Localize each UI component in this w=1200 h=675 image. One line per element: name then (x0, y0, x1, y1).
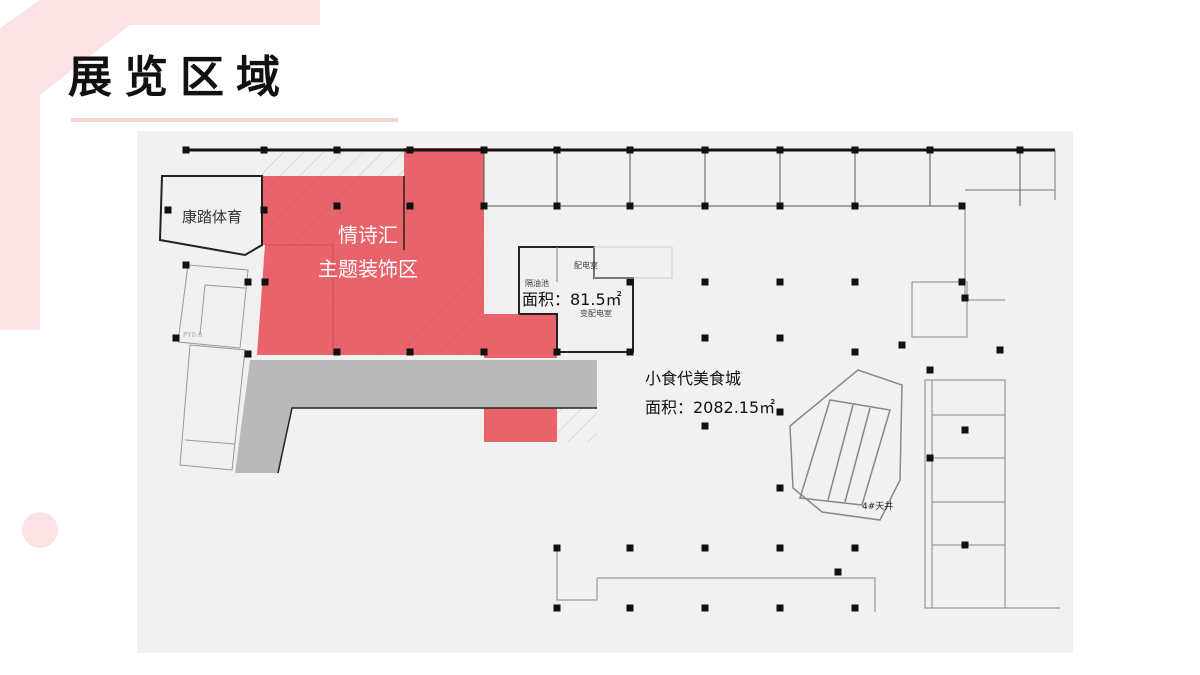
column-marker (958, 278, 966, 286)
column-marker (172, 334, 180, 342)
column-marker (851, 348, 859, 356)
column-marker (776, 146, 784, 154)
substation-room[interactable] (518, 246, 673, 353)
column-marker (701, 604, 709, 612)
page-title: 展览区域 (68, 52, 292, 103)
title-underline (71, 118, 398, 122)
column-marker (701, 544, 709, 552)
column-marker (996, 346, 1004, 354)
column-marker (776, 408, 784, 416)
hatched-area (262, 148, 404, 176)
column-marker (958, 202, 966, 210)
food-court-name: 小食代美食城 (645, 369, 741, 388)
column-marker (553, 202, 561, 210)
column-marker (926, 454, 934, 462)
floor-plan: 康踏体育 情诗汇 主题装饰区 配电室 隔油池 面积：81.5㎡ 变配电室 小食代… (137, 131, 1073, 653)
column-marker (776, 484, 784, 492)
grease-trap-label: 隔油池 (525, 278, 549, 288)
corridor (235, 360, 597, 473)
column-marker (961, 294, 969, 302)
column-marker (851, 278, 859, 286)
distribution-room-label: 配电室 (574, 260, 598, 270)
column-marker (776, 202, 784, 210)
column-marker (333, 348, 341, 356)
exhibit-label-line1: 情诗汇 (338, 223, 398, 247)
column-marker (164, 206, 172, 214)
column-marker (260, 206, 268, 214)
column-marker (244, 278, 252, 286)
column-marker (406, 146, 414, 154)
column-marker (701, 422, 709, 430)
column-marker (776, 334, 784, 342)
column-marker (834, 568, 842, 576)
column-marker (553, 544, 561, 552)
column-marker (851, 604, 859, 612)
substation-area-label: 面积：81.5㎡ (522, 290, 622, 309)
substation-room-label: 变配电室 (580, 308, 612, 318)
column-marker (961, 541, 969, 549)
column-marker (406, 348, 414, 356)
column-marker (926, 366, 934, 374)
column-marker (926, 146, 934, 154)
column-marker (701, 334, 709, 342)
column-marker (626, 202, 634, 210)
column-marker (626, 604, 634, 612)
column-marker (776, 544, 784, 552)
column-marker (333, 146, 341, 154)
column-marker (553, 604, 561, 612)
exhibit-label-line2: 主题装饰区 (318, 257, 418, 281)
column-marker (333, 202, 341, 210)
column-marker (701, 278, 709, 286)
column-marker (776, 604, 784, 612)
column-marker (626, 544, 634, 552)
column-marker (480, 146, 488, 154)
column-marker (626, 146, 634, 154)
column-marker (961, 426, 969, 434)
column-marker (626, 348, 634, 356)
column-marker (553, 348, 561, 356)
food-court-area: 面积：2082.15㎡ (645, 398, 775, 417)
column-marker (776, 278, 784, 286)
column-marker (851, 146, 859, 154)
column-marker (182, 261, 190, 269)
column-marker (260, 146, 268, 154)
atrium-label: 4#天井 (862, 500, 893, 512)
py-label: PY0.6 (183, 331, 203, 339)
column-marker (701, 146, 709, 154)
column-marker (480, 348, 488, 356)
column-marker (553, 146, 561, 154)
exhibition-zone[interactable] (257, 148, 557, 442)
atrium (789, 369, 903, 521)
column-marker (1016, 146, 1024, 154)
kanglu-shop[interactable] (158, 175, 263, 257)
column-marker (851, 544, 859, 552)
column-marker (898, 341, 906, 349)
column-marker (261, 278, 269, 286)
column-marker (851, 202, 859, 210)
column-marker (480, 202, 488, 210)
column-marker (626, 278, 634, 286)
column-marker (244, 350, 252, 358)
column-marker (701, 202, 709, 210)
kanglu-label: 康踏体育 (182, 208, 242, 226)
column-marker (182, 146, 190, 154)
column-marker (406, 202, 414, 210)
